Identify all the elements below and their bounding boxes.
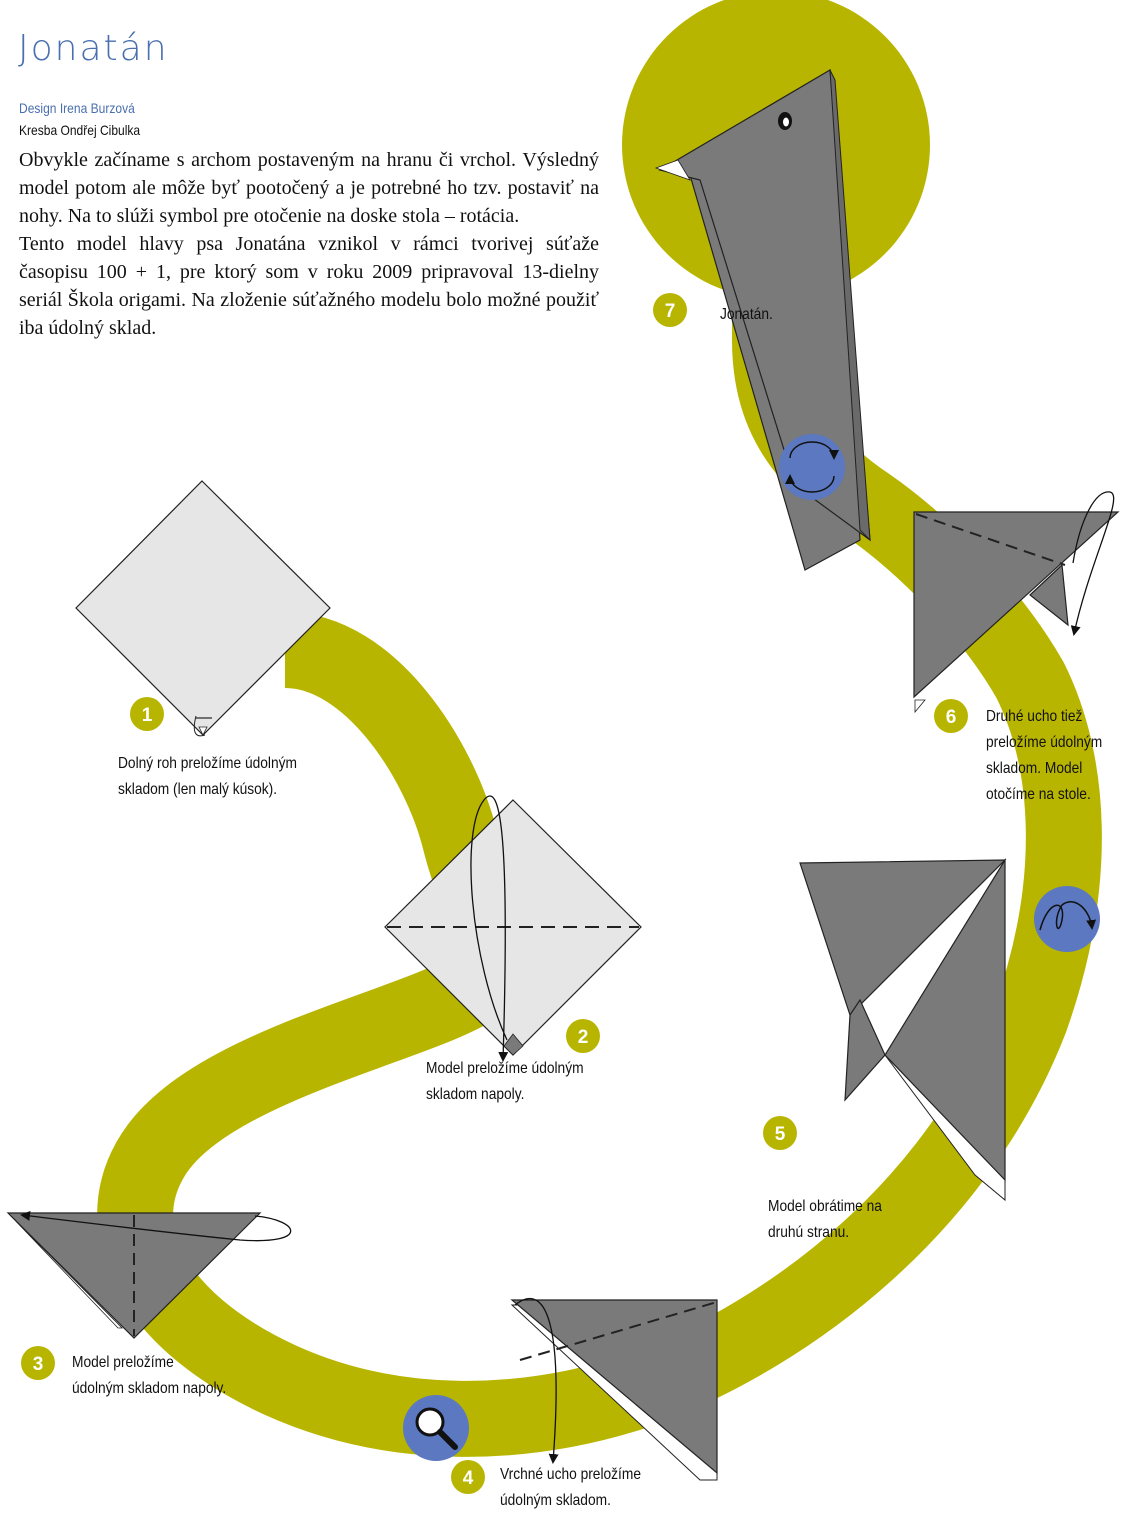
step-5-badge: 5: [763, 1116, 797, 1150]
step-2-diagram: [384, 795, 642, 1062]
step-4-badge: 4: [451, 1460, 485, 1494]
drawing-credit: Kresba Ondřej Cibulka: [19, 122, 141, 138]
svg-text:2: 2: [578, 1027, 589, 1048]
svg-text:4: 4: [463, 1468, 474, 1489]
step-path: [97, 200, 1102, 1457]
design-credit: Design Irena Burzová: [19, 100, 135, 116]
step-6-caption: Druhé ucho tiež preložíme údolným sklado…: [986, 708, 1103, 803]
intro-text: Obvykle začíname s archom postaveným na …: [19, 146, 599, 342]
step-4-diagram: [510, 1297, 718, 1481]
svg-text:6: 6: [946, 707, 957, 728]
step-2-badge: 2: [566, 1019, 600, 1053]
intro-paragraph-1: Obvykle začíname s archom postaveným na …: [19, 149, 599, 227]
svg-text:5: 5: [775, 1124, 786, 1145]
step-1-badge: 1: [130, 697, 164, 731]
step-4-caption: Vrchné ucho preložíme údolným skladom.: [500, 1466, 641, 1509]
page-title: Jonatán: [18, 28, 169, 69]
step-3-diagram: [6, 1210, 292, 1339]
turn-over-icon: [1034, 886, 1100, 952]
step-5-caption: Model obrátime na druhú stranu.: [768, 1198, 882, 1241]
rotate-icon: [779, 434, 845, 500]
step-1-caption: Dolný roh preložíme údolným skladom (len…: [118, 755, 297, 798]
step-5-diagram: [799, 857, 1007, 1202]
svg-text:7: 7: [665, 301, 676, 322]
step-3-badge: 3: [21, 1346, 55, 1380]
step-7-caption: Jonatán.: [720, 306, 773, 323]
svg-text:1: 1: [142, 705, 153, 726]
intro-paragraph-2: Tento model hlavy psa Jonatána vznikol v…: [19, 233, 599, 339]
magnifier-icon: [403, 1395, 469, 1461]
svg-text:3: 3: [33, 1354, 44, 1375]
step-7-badge: 7: [653, 293, 687, 327]
step-2-caption: Model preložíme údolným skladom napoly.: [426, 1060, 584, 1103]
step-6-badge: 6: [934, 699, 968, 733]
step-6-diagram: [913, 491, 1120, 714]
step-3-caption: Model preložíme údolným skladom napoly.: [72, 1354, 227, 1397]
step-1-diagram: [75, 480, 331, 737]
